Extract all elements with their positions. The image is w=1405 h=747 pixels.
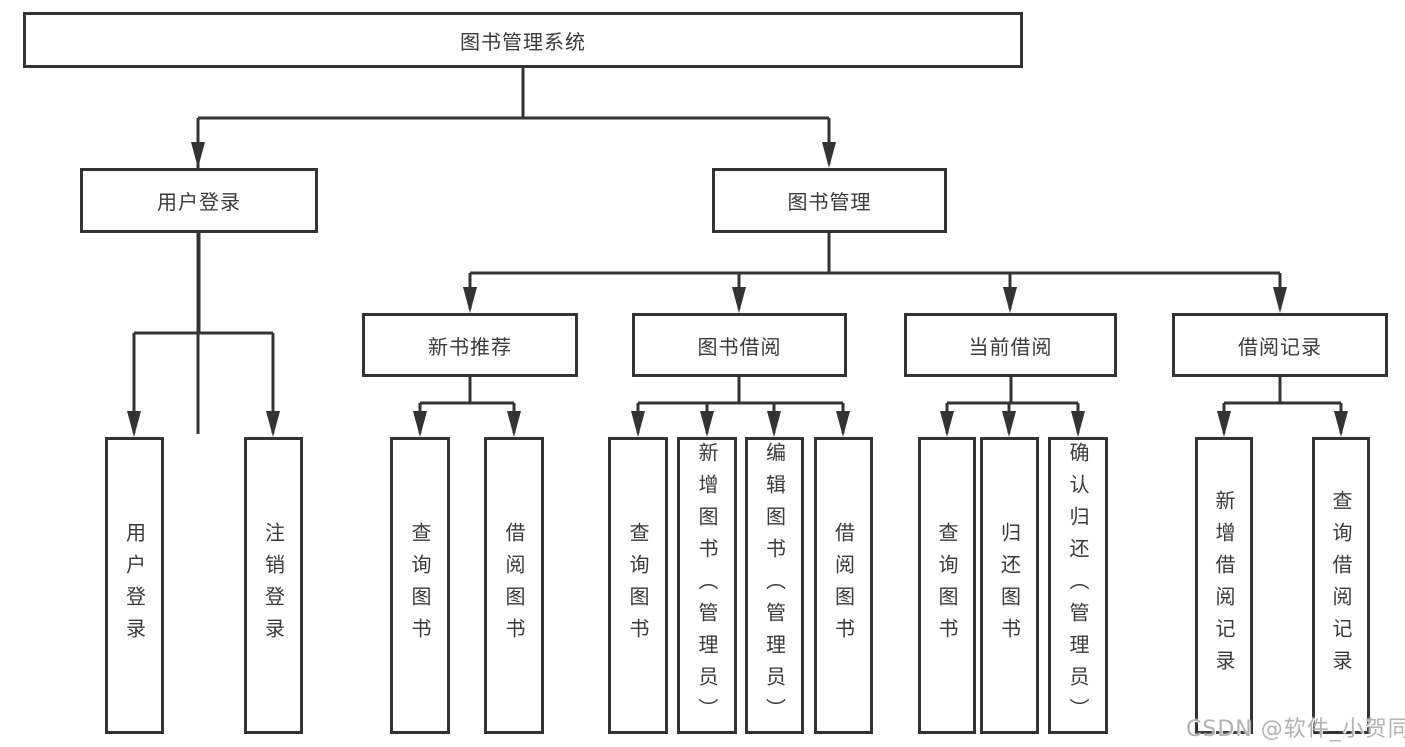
- connector-current-arrows: [940, 411, 1085, 437]
- leaf-recommend-borrow-books-label: 借阅图书: [502, 521, 526, 650]
- connector-root-arrows: [191, 142, 836, 168]
- connector-records: [1222, 377, 1343, 433]
- leaf-query-borrow-record-label: 查询借阅记录: [1329, 489, 1353, 682]
- connector-management: [468, 233, 1282, 309]
- connector-management-arrows: [463, 287, 1287, 313]
- leaf-return-books: 归还图书: [980, 437, 1039, 734]
- node-new-book-recommend-label: 新书推荐: [428, 334, 512, 359]
- node-root: 图书管理系统: [23, 12, 1023, 68]
- leaf-edit-books-admin: 编辑图书（管理员）: [745, 437, 804, 734]
- node-book-borrowing-label: 图书借阅: [697, 334, 782, 359]
- node-user-login-label: 用户登录: [157, 190, 241, 214]
- leaf-user-login: 用户登录: [105, 437, 164, 734]
- connector-login: [132, 233, 275, 433]
- leaf-recommend-query-books: 查询图书: [390, 437, 450, 734]
- node-new-book-recommend: 新书推荐: [362, 313, 578, 377]
- leaf-borrow-books-label: 借阅图书: [831, 521, 856, 650]
- connector-recommend-arrows: [413, 411, 521, 437]
- connector-records-arrows: [1217, 411, 1348, 437]
- leaf-borrow-books: 借阅图书: [814, 437, 873, 734]
- node-current-borrowing: 当前借阅: [904, 313, 1117, 377]
- leaf-recommend-query-books-label: 查询图书: [408, 521, 432, 650]
- leaf-add-borrow-record-label: 新增借阅记录: [1212, 489, 1236, 682]
- connector-current: [945, 377, 1080, 433]
- leaf-current-query-books-label: 查询图书: [935, 521, 959, 650]
- leaf-add-borrow-record: 新增借阅记录: [1195, 437, 1253, 734]
- leaf-return-books-label: 归还图书: [997, 521, 1022, 650]
- node-current-borrowing-label: 当前借阅: [968, 334, 1053, 359]
- csdn-watermark: CSDN @软件_小贺同学: [1186, 717, 1405, 742]
- connector-login-arrows: [127, 411, 280, 437]
- leaf-borrow-query-books-label: 查询图书: [626, 521, 650, 650]
- connector-recommend: [418, 377, 516, 433]
- leaf-add-books-admin: 新增图书（管理员）: [677, 437, 737, 734]
- leaf-recommend-borrow-books: 借阅图书: [484, 437, 544, 734]
- node-book-borrowing: 图书借阅: [632, 313, 847, 377]
- connector-root: [196, 68, 831, 434]
- node-borrowing-records: 借阅记录: [1172, 313, 1388, 377]
- leaf-confirm-return-admin-label: 确认归还（管理员）: [1066, 441, 1090, 730]
- leaf-logout: 注销登录: [244, 437, 303, 734]
- leaf-confirm-return-admin: 确认归还（管理员）: [1048, 437, 1108, 734]
- leaf-edit-books-admin-label: 编辑图书（管理员）: [762, 441, 787, 730]
- leaf-user-login-label: 用户登录: [122, 521, 147, 650]
- leaf-borrow-query-books: 查询图书: [608, 437, 668, 734]
- leaf-query-borrow-record: 查询借阅记录: [1312, 437, 1370, 734]
- node-user-login: 用户登录: [80, 168, 318, 233]
- node-root-label: 图书管理系统: [460, 29, 586, 54]
- node-borrowing-records-label: 借阅记录: [1238, 334, 1322, 359]
- leaf-add-books-admin-label: 新增图书（管理员）: [695, 441, 719, 730]
- leaf-current-query-books: 查询图书: [918, 437, 976, 734]
- connector-borrow-arrows: [631, 411, 850, 437]
- leaf-logout-label: 注销登录: [261, 521, 286, 650]
- node-book-management-label: 图书管理: [787, 190, 872, 214]
- node-book-management: 图书管理: [712, 168, 947, 233]
- connector-borrow: [636, 377, 845, 433]
